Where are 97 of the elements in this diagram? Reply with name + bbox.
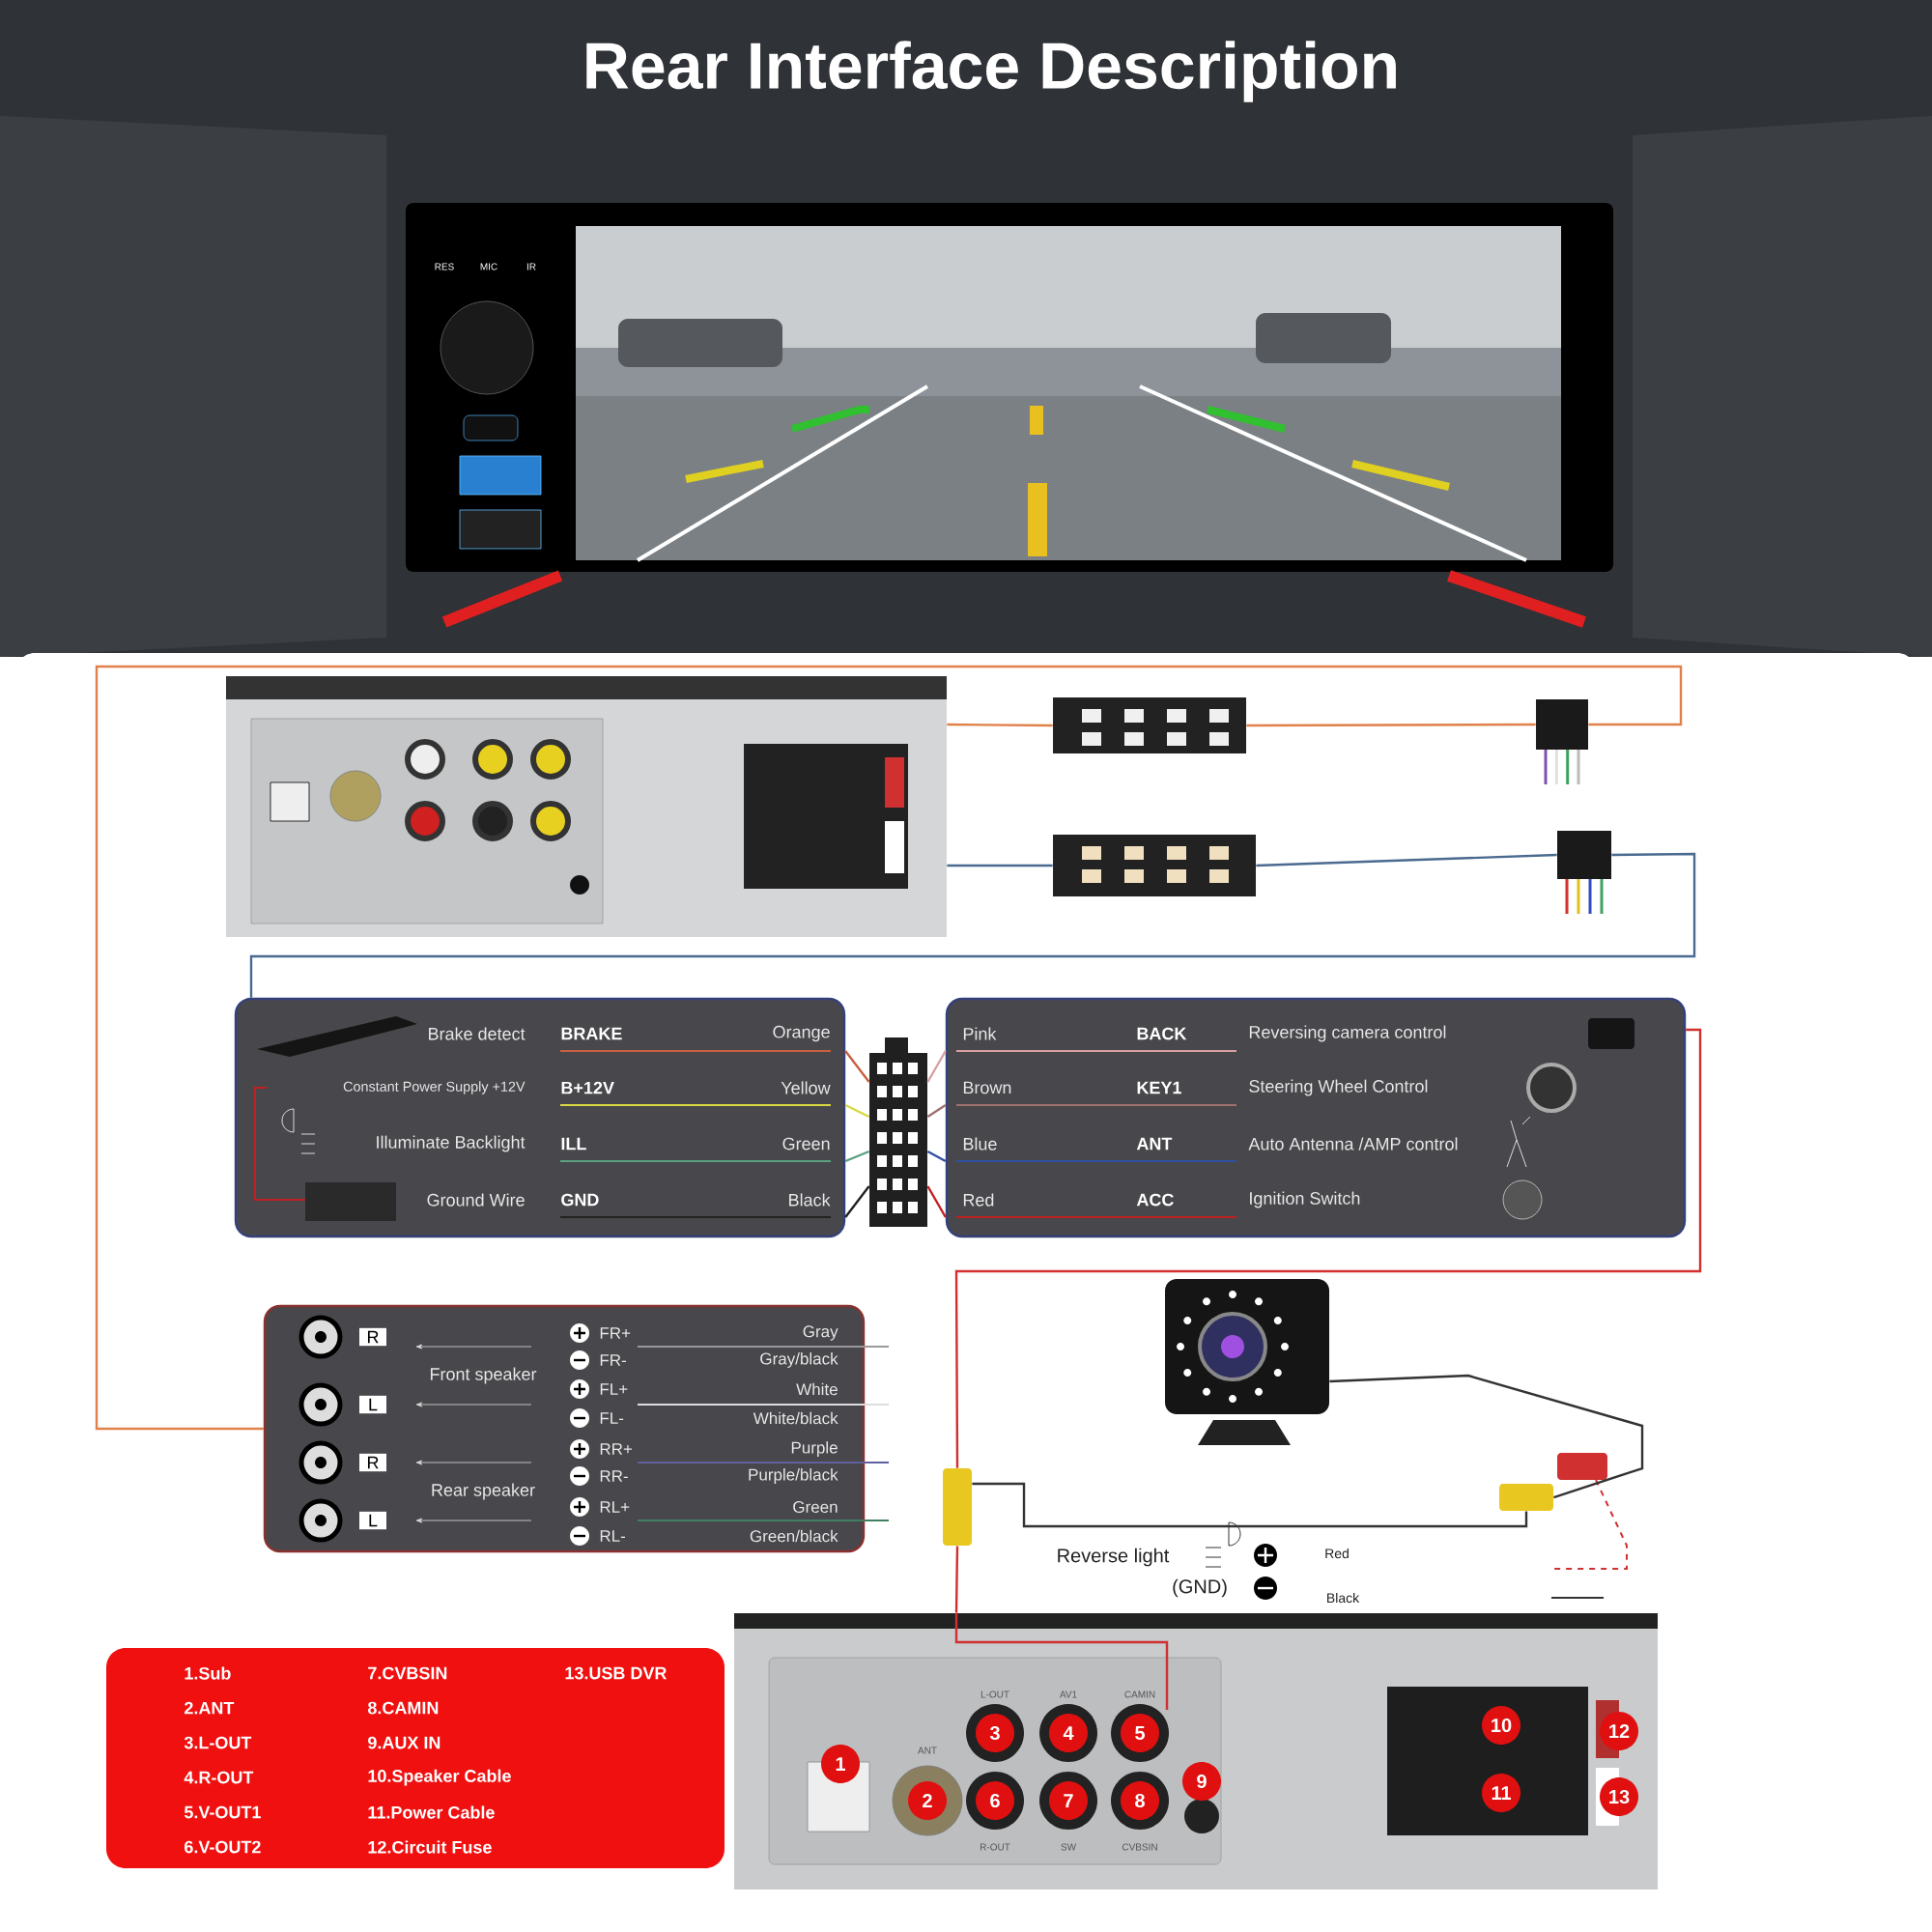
callout-number: 13 xyxy=(1600,1777,1639,1816)
wire-color-text: Green xyxy=(782,1137,830,1151)
camera-drawing xyxy=(1165,1279,1329,1445)
note-text: Reverse light xyxy=(1058,1548,1170,1567)
connector-line xyxy=(926,1150,947,1163)
wire-code-text: KEY1 xyxy=(1137,1081,1181,1094)
wire-color-text: Black xyxy=(789,1193,831,1207)
port-list-text: 10.Speaker Cable xyxy=(368,1769,511,1786)
speaker-group-text: Front speaker xyxy=(430,1367,537,1384)
wire-color-text: Blue xyxy=(963,1137,997,1151)
callout-number: 6 xyxy=(976,1781,1014,1820)
wire-code-text: ANT xyxy=(1136,1137,1173,1151)
wire-code-text: RL+ xyxy=(600,1501,630,1513)
callout-number: 9 xyxy=(1182,1762,1221,1802)
connector-line xyxy=(954,1546,959,1613)
callout-number: 11 xyxy=(1482,1774,1521,1812)
callout-number: 10 xyxy=(1482,1706,1521,1745)
connector-line xyxy=(95,665,1683,1431)
callout-number: 5 xyxy=(1121,1714,1159,1752)
connector-line xyxy=(947,723,1053,727)
connector-line xyxy=(926,1104,947,1118)
connector-line xyxy=(1256,853,1557,867)
wire-code-text: RR+ xyxy=(600,1443,633,1455)
wire-code-text: ILL xyxy=(561,1137,586,1151)
callout-number: 4 xyxy=(1049,1714,1088,1752)
wire-color-text: Brown xyxy=(963,1081,1011,1094)
port-list-text: 11.Power Cable xyxy=(368,1805,495,1819)
wire-color-text: Purple/black xyxy=(749,1468,838,1484)
wire-function-text: Ignition Switch xyxy=(1250,1191,1360,1208)
wire-harness-drawing xyxy=(1557,831,1612,914)
wire-code-text: ACC xyxy=(1136,1193,1174,1207)
connector-line xyxy=(1246,723,1536,727)
port-list-text: 8.CAMIN xyxy=(367,1701,439,1715)
callout-number: 8 xyxy=(1121,1781,1159,1820)
wire-function-text: Brake detect xyxy=(429,1027,526,1040)
connector-line xyxy=(1329,1374,1644,1499)
wire-code-text: B+12V xyxy=(561,1081,614,1094)
wire-code-text: RL- xyxy=(600,1530,626,1542)
wire-function-text: Illuminate Backlight xyxy=(377,1135,526,1152)
wire-color-text: Red xyxy=(963,1193,994,1207)
connector-plug-drawing xyxy=(1053,697,1246,753)
port-list-text: 6.V-OUT2 xyxy=(185,1840,261,1854)
connector-line xyxy=(926,1050,947,1083)
callout-number: 12 xyxy=(1600,1712,1639,1750)
port-list-text: 1.Sub xyxy=(185,1666,231,1680)
wire-color-text: White xyxy=(796,1382,838,1396)
port-list-text: 4.R-OUT xyxy=(184,1771,254,1784)
port-list-text: 12.Circuit Fuse xyxy=(368,1840,492,1854)
wire-function-text: Reversing camera control xyxy=(1249,1025,1446,1042)
connector-line xyxy=(844,1103,870,1119)
wire-color-text: Gray/black xyxy=(760,1352,838,1368)
wire-function-text: Steering Wheel Control xyxy=(1249,1079,1428,1096)
port-list-text: 9.AUX IN xyxy=(368,1736,440,1749)
wire-code-text: FR+ xyxy=(600,1327,631,1339)
title: Rear Interface Description xyxy=(586,41,1396,102)
connector-line xyxy=(844,1150,870,1163)
wire-code-text: RR- xyxy=(600,1470,628,1482)
callout-number: 1 xyxy=(821,1745,860,1783)
connector-line xyxy=(249,852,1696,998)
wire-function-text: Auto Antenna /AMP control xyxy=(1248,1137,1458,1151)
connector-plug-drawing xyxy=(1053,835,1256,896)
rca-plug-drawing xyxy=(1499,1484,1554,1511)
wire-code-text: FL+ xyxy=(600,1383,628,1395)
connector-line xyxy=(972,1482,1528,1528)
wire-color-text: Gray xyxy=(803,1325,838,1341)
wire-color-text: Pink xyxy=(963,1027,997,1040)
port-list-text: 7.CVBSIN xyxy=(368,1666,447,1680)
rca-plug-drawing xyxy=(943,1468,972,1546)
port-list-text: 3.L-OUT xyxy=(184,1736,252,1749)
wire-code-text: GND xyxy=(561,1193,599,1207)
connector-line xyxy=(926,1185,947,1218)
wire-harness-drawing xyxy=(1536,699,1589,784)
wire-function-text: Ground Wire xyxy=(427,1193,525,1207)
port-list-text: 2.ANT xyxy=(185,1701,235,1715)
iso-connector-drawing xyxy=(869,1037,927,1227)
callout-number: 3 xyxy=(976,1714,1014,1752)
rear-panel-drawing xyxy=(226,676,947,937)
callout-number: 7 xyxy=(1049,1781,1088,1820)
wire-color-text: Orange xyxy=(773,1025,830,1042)
connector-line xyxy=(844,1050,870,1083)
wire-code-text: FR- xyxy=(600,1354,626,1366)
wire-code-text: FL- xyxy=(600,1412,624,1424)
callout-number: 2 xyxy=(908,1781,947,1820)
speaker-group-text: Rear speaker xyxy=(432,1483,535,1500)
port-list-text: 5.V-OUT1 xyxy=(184,1805,261,1819)
wire-color-text: White/black xyxy=(753,1411,838,1425)
connector-line xyxy=(947,864,1053,867)
port-list-text: 13.USB DVR xyxy=(565,1666,668,1680)
connector-line xyxy=(954,1028,1702,1468)
wire-color-text: Green/black xyxy=(750,1529,838,1543)
rear-panel-drawing xyxy=(734,1613,1659,1890)
connector-line xyxy=(844,1185,870,1218)
wire-color-text: Green xyxy=(793,1501,838,1514)
wire-color-text: Yellow xyxy=(781,1081,831,1094)
wire-code-text: BACK xyxy=(1137,1027,1187,1040)
wire-color-text: Purple xyxy=(791,1441,838,1457)
wire-code-text: BRAKE xyxy=(561,1027,622,1040)
